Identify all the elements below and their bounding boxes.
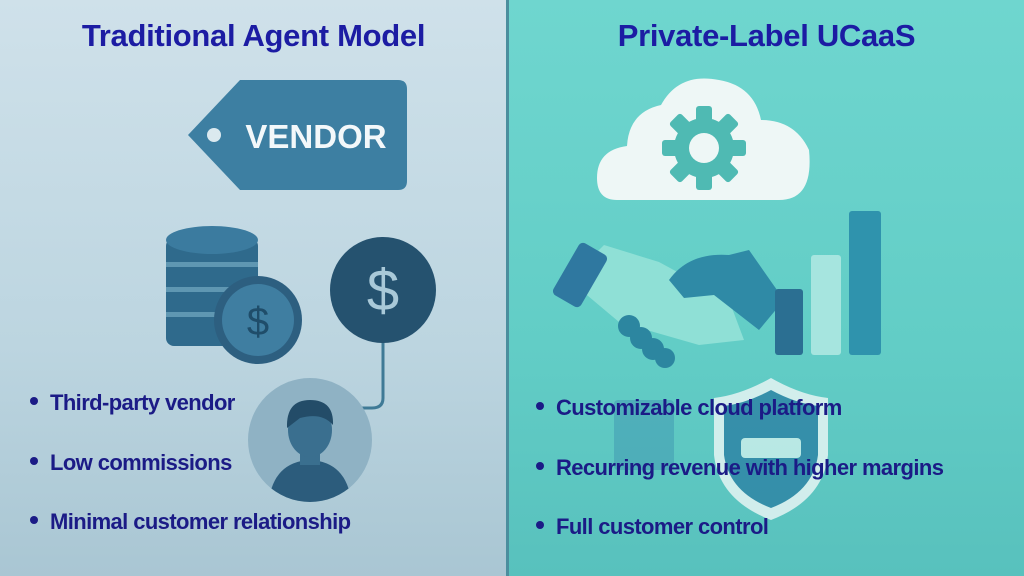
left-bullet-item: Low commissions — [30, 450, 232, 476]
svg-text:$: $ — [247, 300, 269, 344]
left-bullet-item: Minimal customer relationship — [30, 509, 351, 535]
shield-icon — [614, 378, 828, 520]
left-illustration: VENDOR $ $ — [166, 80, 436, 502]
bullet-text: Minimal customer relationship — [50, 509, 351, 534]
right-title: Private-Label UCaaS — [617, 18, 916, 53]
bullet-dot-icon — [536, 521, 544, 530]
traditional-agent-panel: Traditional Agent Model VENDOR $ $ — [0, 0, 507, 576]
bullet-dot-icon — [30, 397, 38, 406]
price-tag-icon: VENDOR — [188, 80, 407, 190]
vendor-tag-label: VENDOR — [245, 118, 386, 155]
svg-text:$: $ — [367, 258, 399, 323]
right-bullet-item: Full customer control — [536, 514, 769, 540]
bullet-dot-icon — [536, 462, 544, 471]
left-title: Traditional Agent Model — [81, 18, 426, 53]
bar-growth-icon — [775, 211, 881, 355]
bullet-text: Customizable cloud platform — [556, 395, 842, 420]
bullet-dot-icon — [30, 516, 38, 525]
bullet-text: Recurring revenue with higher margins — [556, 455, 944, 480]
left-bullet-item: Third-party vendor — [30, 390, 235, 416]
right-bullet-item: Recurring revenue with higher margins — [536, 455, 944, 481]
cloud-gear-icon — [597, 78, 810, 200]
dollar-coin-icon: $ — [330, 237, 436, 343]
bullet-text: Full customer control — [556, 514, 769, 539]
bullet-text: Low commissions — [50, 450, 232, 475]
bullet-text: Third-party vendor — [50, 390, 235, 415]
bullet-dot-icon — [30, 457, 38, 466]
bullet-dot-icon — [536, 402, 544, 411]
person-icon — [248, 378, 372, 502]
coin-stack-icon: $ — [166, 226, 302, 364]
handshake-icon — [552, 242, 784, 368]
panel-divider — [506, 0, 509, 576]
private-label-panel: Private-Label UCaaS — [509, 0, 1024, 576]
right-bullet-item: Customizable cloud platform — [536, 395, 842, 421]
right-illustration — [552, 78, 881, 520]
